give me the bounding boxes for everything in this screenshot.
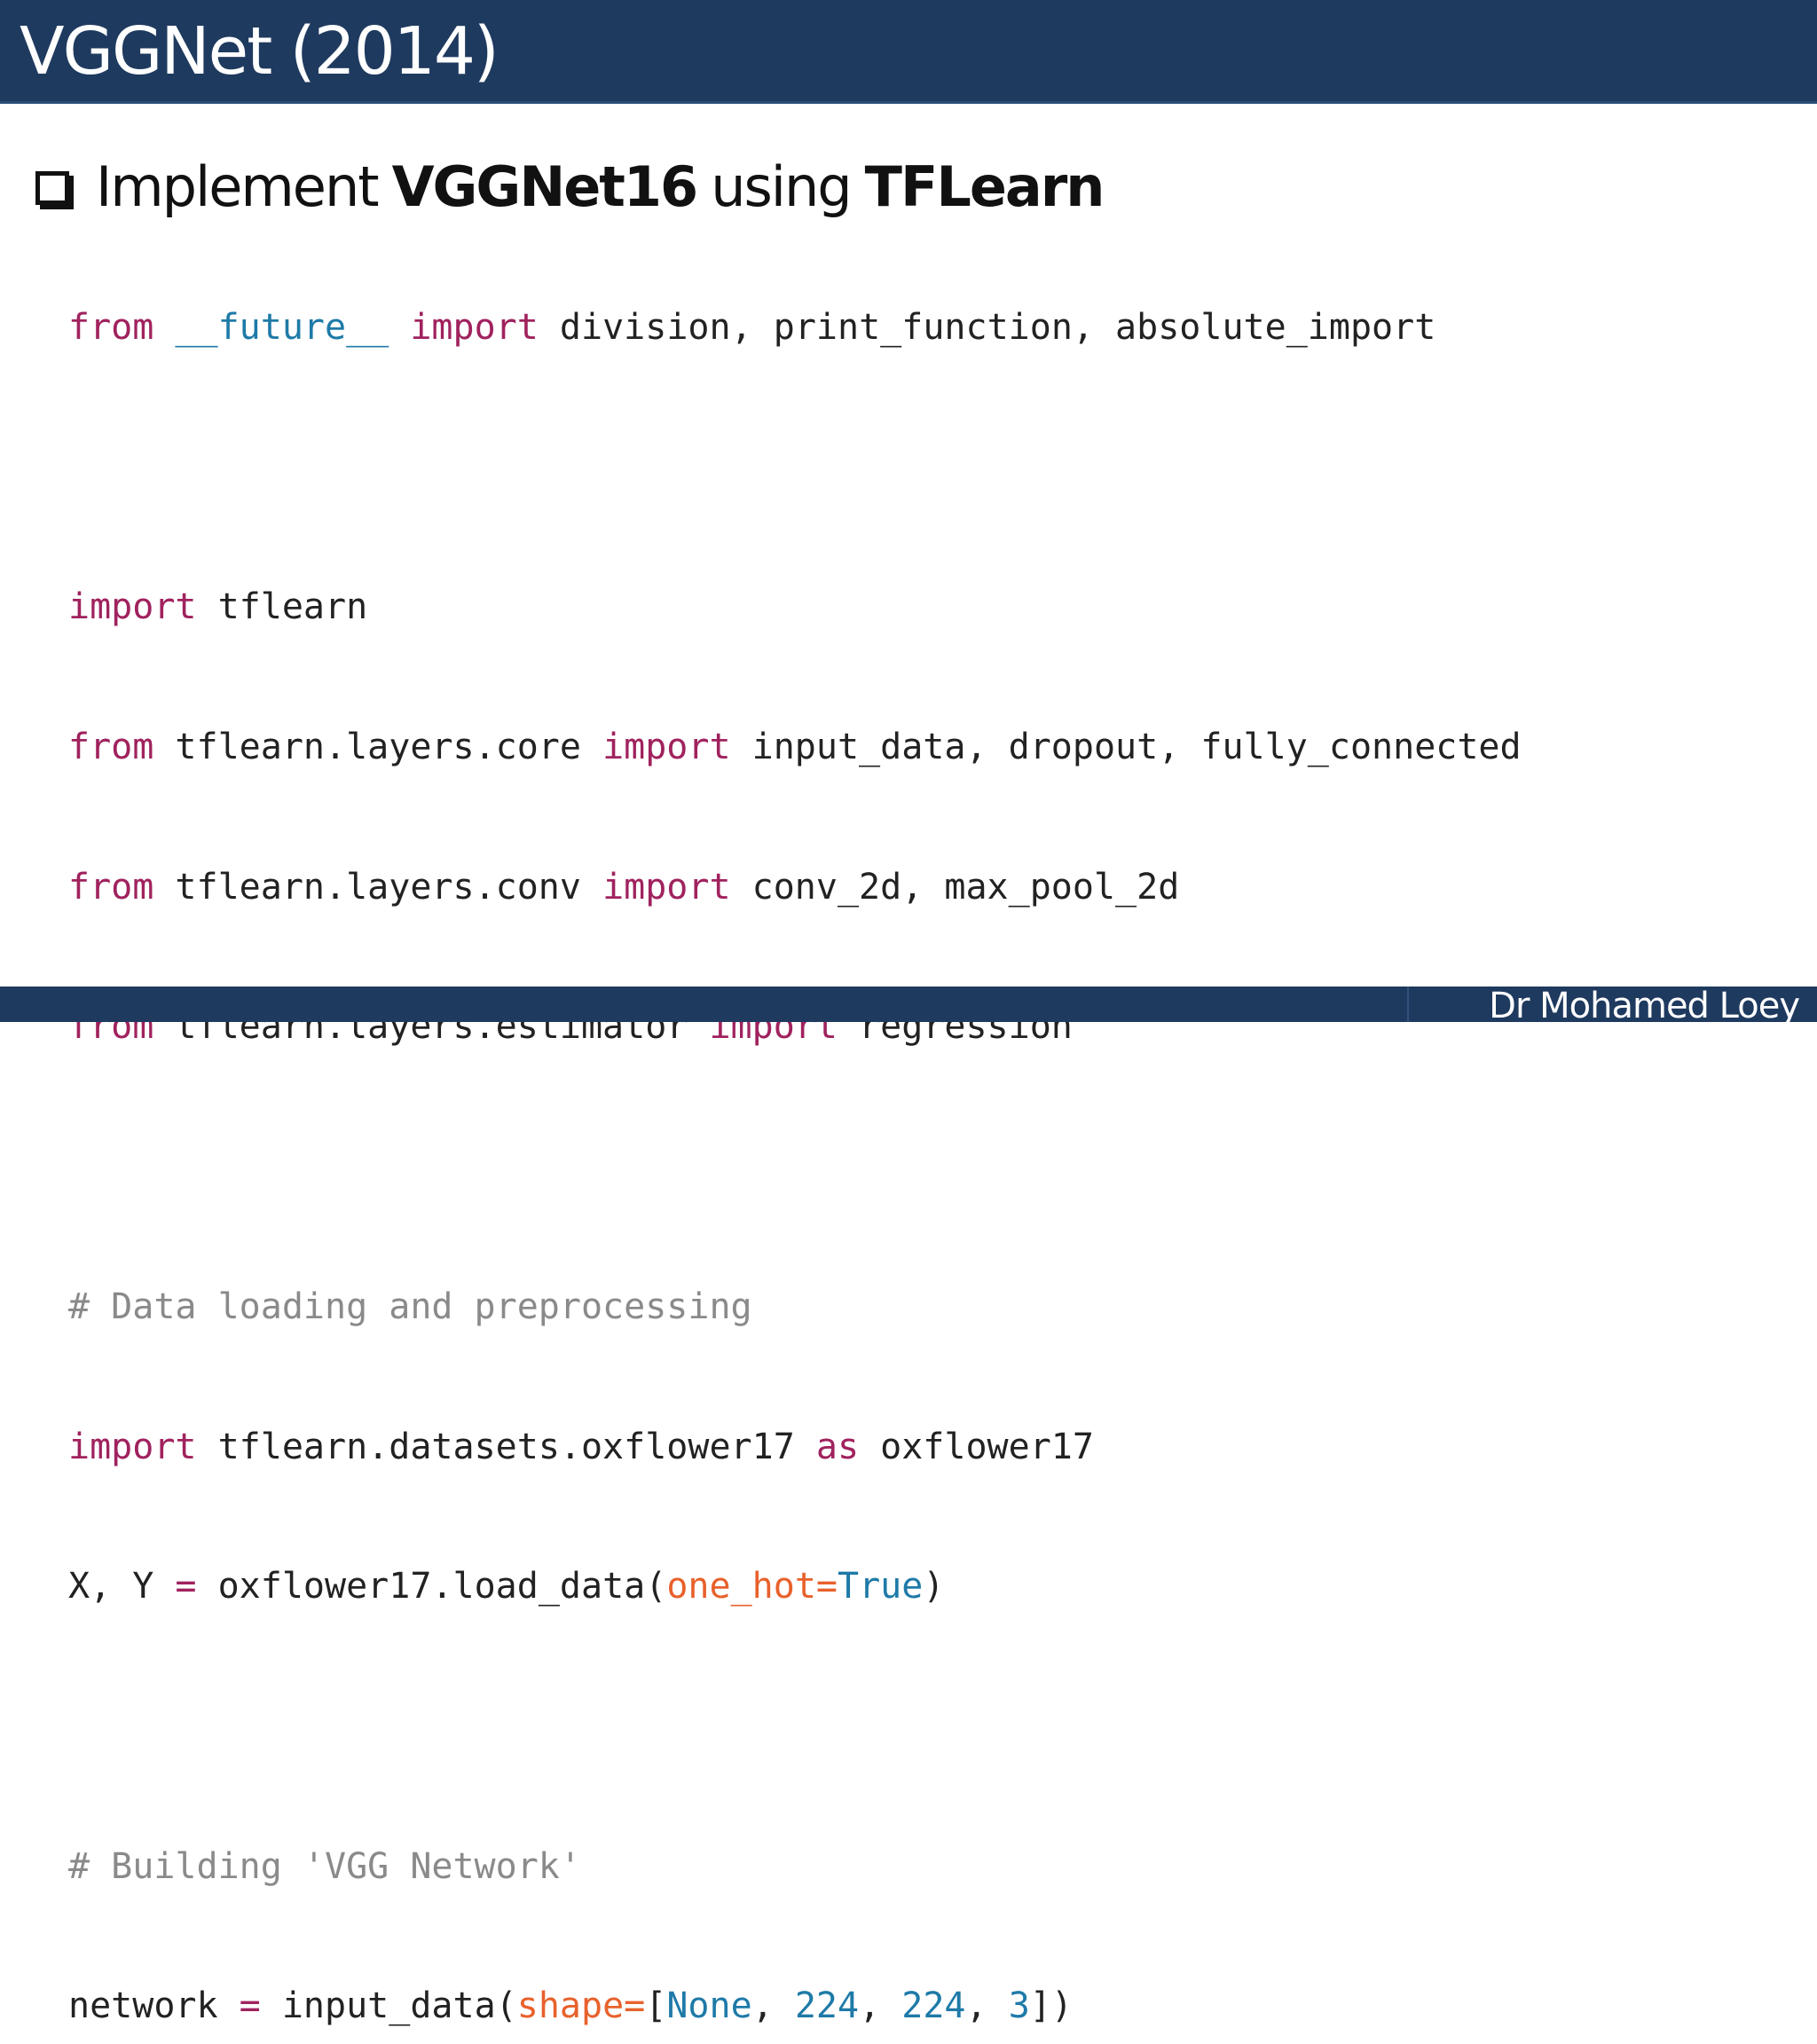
code-token: from: [68, 866, 154, 908]
code-line-12: # Building 'VGG Network': [68, 1838, 1807, 1897]
code-token: tflearn.layers.conv: [153, 866, 603, 908]
code-line-10: X, Y = oxflower17.load_data(one_hot=True…: [68, 1558, 1807, 1616]
code-token: X, Y: [68, 1566, 176, 1608]
code-token: conv_2d, max_pool_2d: [730, 866, 1180, 908]
code-token: input_data, dropout, fully_connected: [730, 727, 1522, 768]
code-token: one_hot: [666, 1566, 816, 1608]
code-token: ,: [965, 1985, 1009, 2027]
footer-divider: [1407, 987, 1409, 1022]
code-line-1: from __future__ import division, print_f…: [68, 299, 1807, 358]
code-token: shape: [516, 1985, 625, 2027]
code-token: __future__: [175, 307, 389, 348]
heading-part-3: using: [711, 153, 852, 219]
checkbox-bullet-icon: [35, 171, 69, 205]
code-token: tflearn: [196, 586, 368, 628]
title-bar: VGGNet (2014): [0, 0, 1817, 104]
code-token: import: [68, 1426, 197, 1467]
code-token: network: [68, 1985, 240, 2027]
code-token: ,: [859, 1985, 902, 2027]
code-line-7: [68, 1138, 1807, 1197]
code-line-4: from tflearn.layers.core import input_da…: [68, 719, 1807, 777]
code-token: as: [815, 1426, 860, 1467]
code-token: tflearn.datasets.oxflower17: [196, 1426, 816, 1467]
code-token: input_data(: [260, 1985, 517, 2027]
code-token: import: [602, 866, 731, 908]
heading-part-4: TFLearn: [864, 153, 1105, 219]
code-line-8: # Data loading and preprocessing: [68, 1278, 1807, 1337]
code-token: ): [923, 1566, 945, 1608]
code-line-11: [68, 1698, 1807, 1757]
code-token: 3: [1008, 1985, 1030, 2027]
slide-title: VGGNet (2014): [20, 13, 499, 90]
code-line-3: import tflearn: [68, 578, 1807, 637]
code-token: True: [838, 1566, 924, 1608]
code-token: [389, 307, 410, 348]
heading-part-2: VGGNet16: [391, 153, 699, 219]
code-token: =: [175, 1566, 197, 1608]
code-token: oxflower17.load_data(: [196, 1566, 667, 1608]
code-token: 224: [794, 1985, 860, 2027]
code-token: ]): [1029, 1985, 1073, 2027]
code-token: from: [68, 727, 154, 768]
code-token: import: [410, 307, 539, 348]
code-token: division, print_function, absolute_impor…: [538, 307, 1436, 348]
code-token: from: [68, 307, 154, 348]
code-token: =: [815, 1566, 838, 1608]
code-token: tflearn.layers.core: [153, 727, 603, 768]
code-token: import: [68, 586, 197, 628]
code-token: import: [602, 727, 731, 768]
code-token: =: [624, 1985, 646, 2027]
code-token: ,: [751, 1985, 795, 2027]
code-comment: # Data loading and preprocessing: [68, 1285, 752, 1327]
code-token: =: [239, 1985, 261, 2027]
footer-author: Dr Mohamed Loey: [1489, 986, 1800, 1026]
code-token: [153, 307, 175, 348]
code-token: oxflower17: [859, 1426, 1094, 1467]
slide-heading: Implement VGGNet16 using TFLearn: [35, 151, 1105, 222]
code-token: 224: [901, 1985, 966, 2027]
heading-part-1: Implement: [96, 153, 380, 219]
code-token: None: [666, 1985, 752, 2027]
code-line-13: network = input_data(shape=[None, 224, 2…: [68, 1977, 1807, 2036]
code-line-9: import tflearn.datasets.oxflower17 as ox…: [68, 1419, 1807, 1477]
code-line-2: [68, 439, 1807, 498]
code-line-5: from tflearn.layers.conv import conv_2d,…: [68, 859, 1807, 917]
code-comment: # Building 'VGG Network': [68, 1845, 581, 1887]
code-block: from __future__ import division, print_f…: [68, 217, 1807, 2044]
code-token: [: [645, 1985, 667, 2027]
footer-bar: Dr Mohamed Loey: [0, 986, 1817, 1026]
